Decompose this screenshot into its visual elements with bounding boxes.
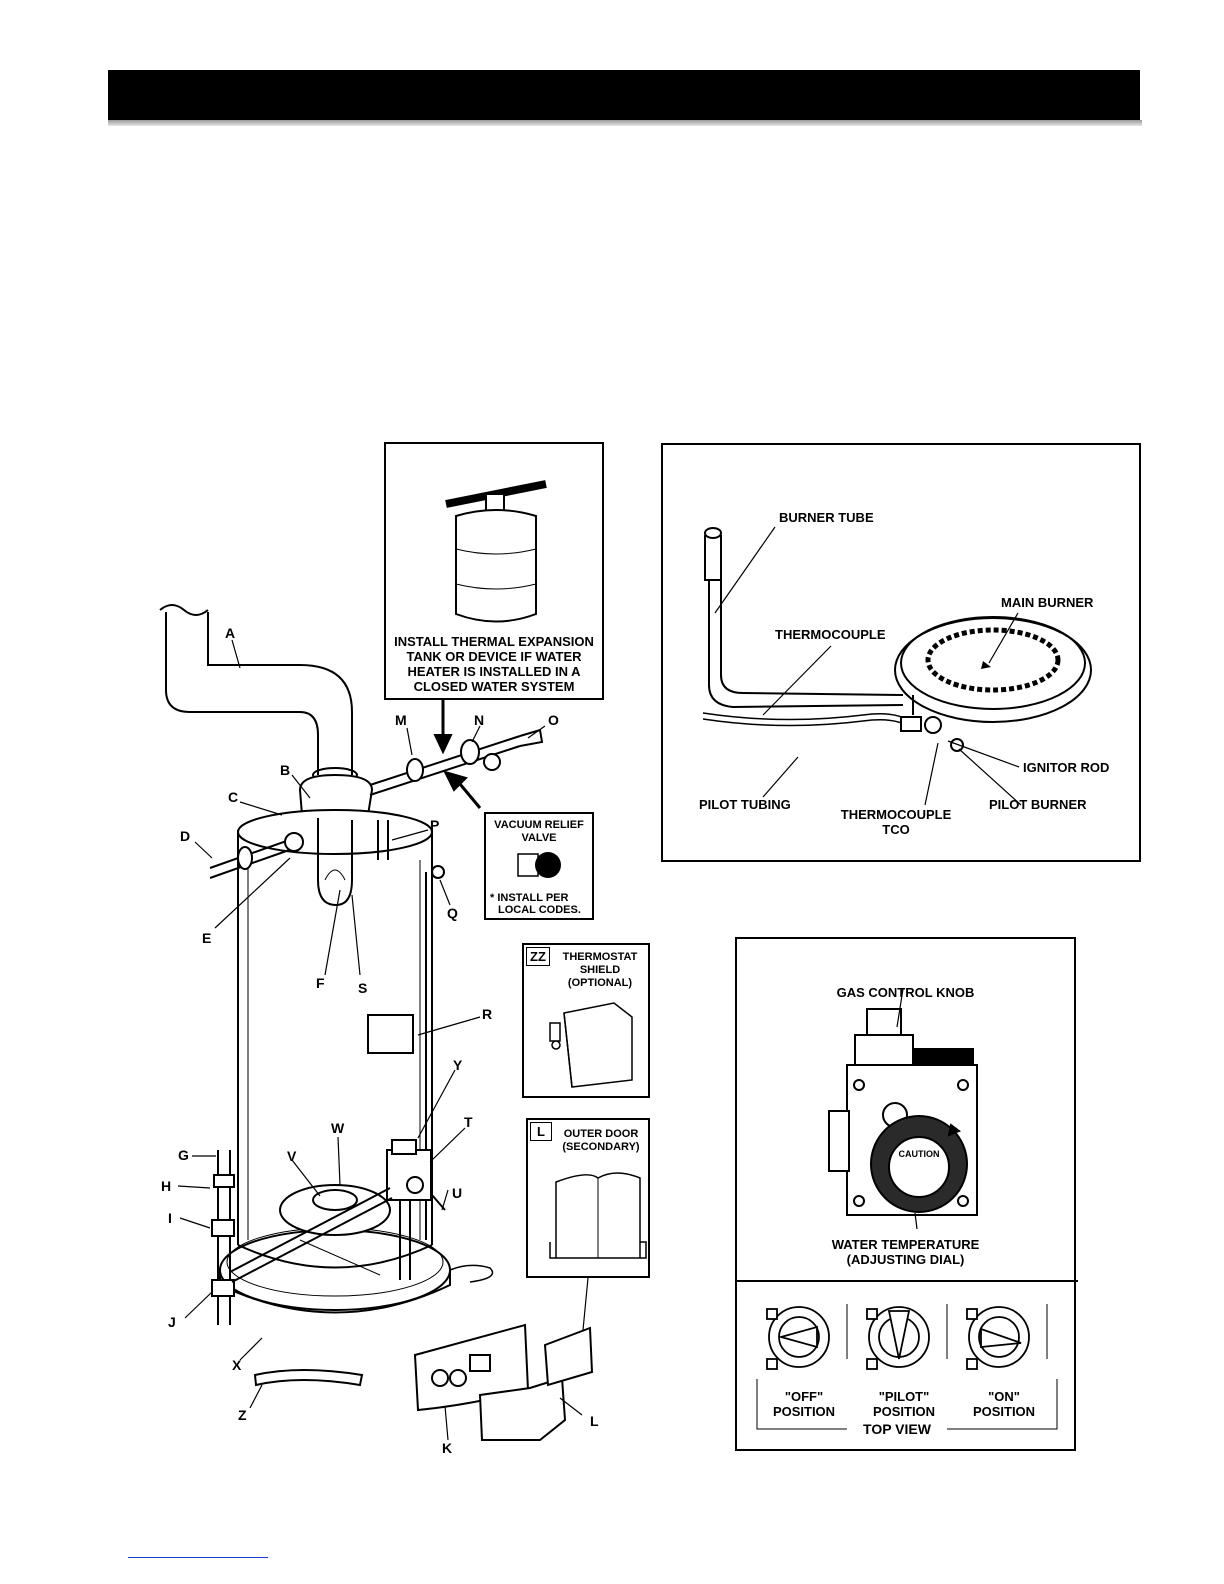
vacuum-relief-title-2: VALVE — [521, 832, 557, 844]
label-s: S — [358, 980, 368, 996]
expansion-tank-callout: INSTALL THERMAL EXPANSION TANK OR DEVICE… — [384, 442, 604, 700]
thermostat-shield-line-2: SHIELD — [579, 964, 621, 976]
gas-control-knob-label: GAS CONTROL KNOB — [836, 985, 975, 1000]
thermocouple-label: THERMOCOUPLE — [775, 627, 886, 642]
off-position-line-2: POSITION — [772, 1404, 836, 1419]
thermocouple-tco-line-2: TCO — [882, 822, 910, 837]
label-u: U — [452, 1185, 463, 1201]
label-v: V — [287, 1148, 297, 1164]
outer-door-tag: L — [530, 1122, 552, 1141]
label-p: P — [430, 817, 440, 833]
vacuum-relief-note-2: LOCAL CODES. — [498, 904, 581, 916]
vacuum-relief-callout: VACUUM RELIEF VALVE * INSTALL PER LOCAL … — [484, 812, 594, 920]
pilot-tubing-label: PILOT TUBING — [699, 797, 791, 812]
outer-door-callout: L OUTER DOOR (SECONDARY) — [526, 1118, 650, 1278]
thermostat-shield-callout: ZZ THERMOSTAT SHIELD (OPTIONAL) — [522, 943, 650, 1098]
outer-door-line-2: (SECONDARY) — [562, 1141, 640, 1153]
label-o: O — [548, 712, 559, 728]
label-l: L — [590, 1413, 599, 1429]
label-k: K — [442, 1440, 453, 1456]
label-m: M — [395, 712, 407, 728]
dial-caution-text: CAUTION — [898, 1149, 940, 1159]
off-position-line-1: "OFF" — [784, 1389, 824, 1404]
label-y: Y — [453, 1057, 463, 1073]
label-z: Z — [238, 1407, 247, 1423]
thermostat-shield-tag: ZZ — [526, 947, 550, 966]
label-h: H — [161, 1178, 172, 1194]
label-a: A — [225, 625, 236, 641]
label-n: N — [474, 712, 485, 728]
on-position-line-1: "ON" — [988, 1389, 1020, 1404]
label-r: R — [482, 1006, 493, 1022]
gas-control-panel: GAS CONTROL KNOB — [735, 937, 1078, 1451]
pilot-burner-label: PILOT BURNER — [989, 797, 1087, 812]
thermocouple-tco-line-1: THERMOCOUPLE — [840, 807, 952, 822]
burner-tube-label: BURNER TUBE — [779, 510, 874, 525]
label-g: G — [178, 1147, 189, 1163]
label-c: C — [228, 789, 239, 805]
water-temp-line-2: (ADJUSTING DIAL) — [846, 1252, 965, 1267]
vacuum-relief-note-1: * INSTALL PER — [490, 892, 569, 904]
label-q: Q — [447, 905, 458, 921]
outer-door-line-1: OUTER DOOR — [563, 1128, 639, 1140]
footer-link-underline[interactable] — [128, 1557, 268, 1558]
label-f: F — [316, 975, 325, 991]
label-x: X — [232, 1357, 242, 1373]
thermostat-shield-line-3: (OPTIONAL) — [567, 977, 633, 989]
label-w: W — [331, 1120, 345, 1136]
header-shadow — [108, 120, 1142, 126]
expansion-tank-line-3: HEATER IS INSTALLED IN A — [407, 664, 581, 679]
pilot-position-line-2: POSITION — [872, 1404, 936, 1419]
label-j: J — [168, 1314, 176, 1330]
label-t: T — [464, 1114, 473, 1130]
expansion-tank-line-1: INSTALL THERMAL EXPANSION — [394, 634, 594, 649]
burner-assembly-panel: BURNER TUBE MAIN BURNER THERMOCOUPLE IGN… — [661, 443, 1141, 862]
expansion-tank-line-2: TANK OR DEVICE IF WATER — [406, 649, 582, 664]
label-e: E — [202, 930, 212, 946]
ignitor-rod-label: IGNITOR ROD — [1023, 760, 1110, 775]
water-temp-line-1: WATER TEMPERATURE — [831, 1237, 980, 1252]
on-position-line-2: POSITION — [972, 1404, 1036, 1419]
header-bar — [108, 70, 1140, 120]
label-i: I — [168, 1210, 172, 1226]
expansion-tank-line-4: CLOSED WATER SYSTEM — [413, 679, 575, 694]
top-view-label: TOP VIEW — [847, 1422, 947, 1437]
label-d: D — [180, 828, 191, 844]
thermostat-shield-line-1: THERMOSTAT — [562, 951, 638, 963]
label-b: B — [280, 762, 291, 778]
main-burner-label: MAIN BURNER — [1001, 595, 1094, 610]
vacuum-relief-title-1: VACUUM RELIEF — [494, 819, 584, 831]
pilot-position-line-1: "PILOT" — [878, 1389, 930, 1404]
